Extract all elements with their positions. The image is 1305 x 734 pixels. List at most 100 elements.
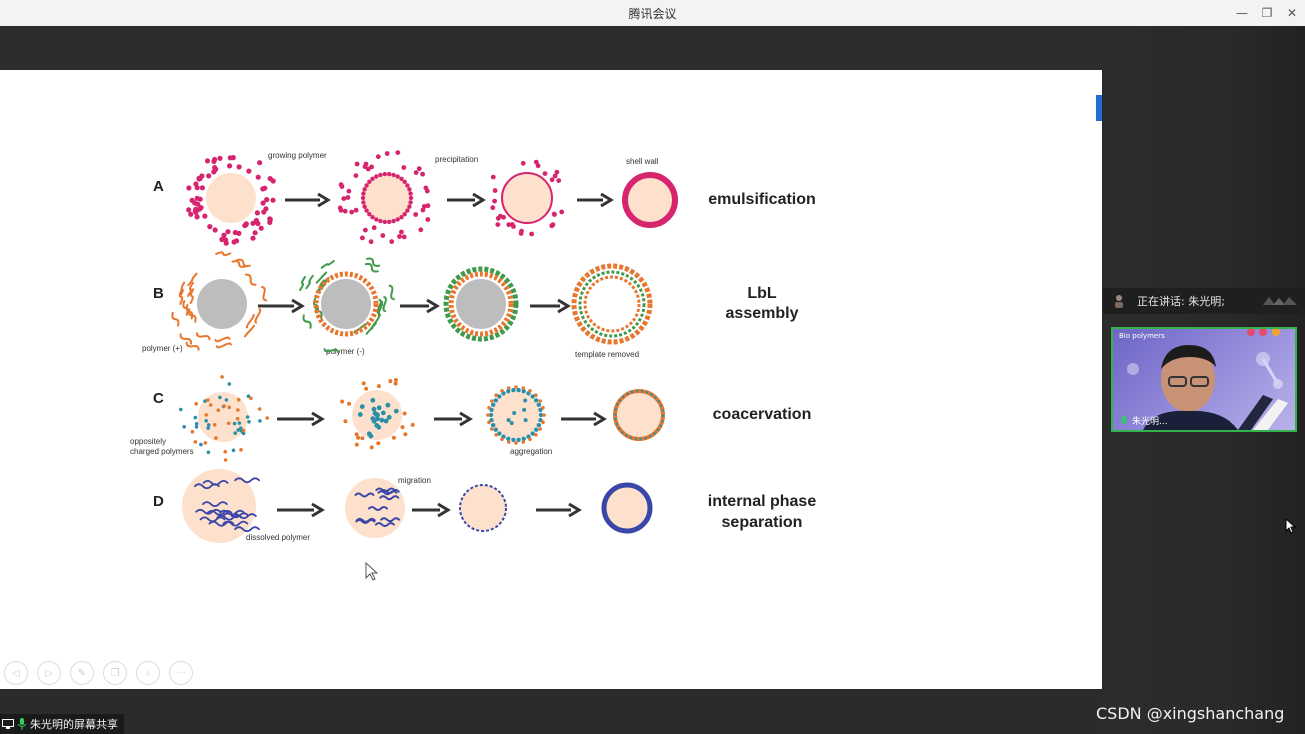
c2-dot-orange — [393, 378, 398, 382]
c3-dot-teal — [536, 402, 541, 407]
a2-dot — [416, 166, 422, 172]
a3-dot — [520, 160, 526, 166]
c3-dot-teal — [534, 398, 539, 403]
copy-icon[interactable]: ❐ — [103, 661, 127, 685]
d1-polymer — [206, 510, 233, 516]
a1-dot — [264, 197, 270, 203]
d2-polymer — [380, 517, 401, 523]
a2-dot-inner — [367, 212, 372, 217]
a1-dot — [254, 210, 260, 216]
a1-dot — [212, 227, 218, 233]
c3-dot-orange — [541, 420, 545, 425]
b2-polymer-green — [305, 274, 314, 290]
a3-dot — [549, 222, 555, 228]
a2-dot — [413, 170, 419, 175]
a2-dot-inner — [387, 171, 392, 177]
c3-dot-teal — [506, 389, 511, 394]
a3-dot — [506, 222, 512, 228]
a1-dot — [192, 200, 198, 206]
restore-button[interactable]: ❐ — [1261, 6, 1273, 20]
c3-dot-teal — [497, 431, 502, 436]
c1-dot-teal — [233, 431, 237, 435]
a1-dot — [193, 206, 199, 212]
a3-dot — [511, 224, 516, 229]
a1-dot — [197, 196, 203, 202]
pen-icon[interactable]: ✎ — [70, 661, 94, 685]
d1-polymer — [208, 520, 235, 527]
d2-polymer — [355, 517, 376, 523]
a3-dot — [542, 171, 548, 176]
c1-dot-orange — [223, 458, 228, 462]
c3-dot-orange — [490, 399, 494, 403]
c4-capsule-dots — [613, 389, 665, 441]
b1-polymer — [254, 308, 262, 324]
video-frame — [1127, 329, 1288, 430]
arrow-a2-head — [472, 192, 486, 208]
a1-dot — [223, 240, 229, 246]
a2-dot — [371, 225, 377, 231]
c3-dot-teal — [530, 431, 535, 436]
c3-dot-orange — [494, 393, 499, 398]
a2-dot-inner — [361, 191, 366, 196]
c3-dot-teal — [516, 437, 521, 443]
c1-dot-orange — [235, 416, 240, 421]
c3-dot-orange — [487, 406, 491, 410]
b2-polymer-green — [382, 296, 387, 313]
c2-dot-orange — [400, 425, 405, 430]
c3-dot-teal — [538, 412, 544, 418]
arrow-d1-head — [311, 502, 325, 518]
b2-polymer-green — [302, 314, 312, 329]
c2-dot-orange — [360, 436, 365, 441]
c3-dot-inner — [522, 407, 527, 412]
a2-dot-inner — [408, 195, 414, 201]
a2-dot-inner — [391, 218, 396, 224]
close-button[interactable]: ✕ — [1286, 6, 1298, 20]
d1-core — [182, 469, 256, 543]
speaking-label: 正在讲话: 朱光明; — [1137, 295, 1225, 308]
a3-dot — [529, 231, 534, 237]
more-icon[interactable]: ··· — [169, 661, 193, 685]
a3-dot — [535, 163, 541, 169]
c1-dot-orange — [193, 440, 198, 444]
c2-dot-orange — [391, 435, 396, 440]
minimize-button[interactable]: — — [1236, 6, 1248, 20]
blue-edge-tab[interactable] — [1096, 95, 1102, 121]
zoom-icon[interactable]: ⌕ — [136, 661, 160, 685]
b2-polymer-green — [299, 276, 306, 291]
a1-dot — [246, 168, 252, 174]
d4-capsule — [601, 482, 653, 534]
c3-dot-teal — [511, 437, 516, 443]
c2-dot-teal — [375, 416, 380, 422]
screen-share-label[interactable]: 朱光明的屏幕共享 — [0, 714, 124, 734]
a3-dot — [552, 173, 558, 179]
a1-dot — [199, 185, 205, 191]
a2-dot — [346, 188, 352, 194]
b1-polymer — [261, 286, 268, 302]
c1-dot-teal — [232, 421, 237, 426]
annotation-dissolved-polymer: dissolved polymer — [246, 533, 310, 542]
a2-dot — [341, 196, 347, 201]
b2-shell — [313, 271, 379, 337]
next-icon[interactable]: ▷ — [37, 661, 61, 685]
row-name-d: internal phase — [708, 493, 817, 510]
c2-dot-orange — [354, 432, 359, 437]
c3-dot-inner — [523, 398, 528, 403]
c1-dot-orange — [214, 436, 218, 440]
c3-dot-orange — [521, 440, 525, 444]
a1-dot — [206, 173, 212, 179]
prev-icon[interactable]: ◁ — [4, 661, 28, 685]
c3-dot-teal — [521, 436, 526, 441]
c2-dot-orange — [364, 386, 369, 391]
a2-dot-inner — [378, 172, 383, 178]
c1-dot-orange — [226, 421, 231, 426]
c3-dot-orange — [534, 433, 538, 437]
row-name-c: coacervation — [713, 406, 812, 423]
c2-dot-orange — [340, 399, 345, 404]
participant-video[interactable]: Bio polymers 朱光明... — [1111, 327, 1297, 432]
c1-dot-orange — [216, 408, 221, 413]
a1-dot — [250, 220, 256, 226]
a1-dot — [194, 214, 200, 220]
annotation-template-removed: template removed — [575, 350, 639, 359]
a3-dot — [492, 188, 498, 193]
a1-dot — [217, 155, 223, 161]
